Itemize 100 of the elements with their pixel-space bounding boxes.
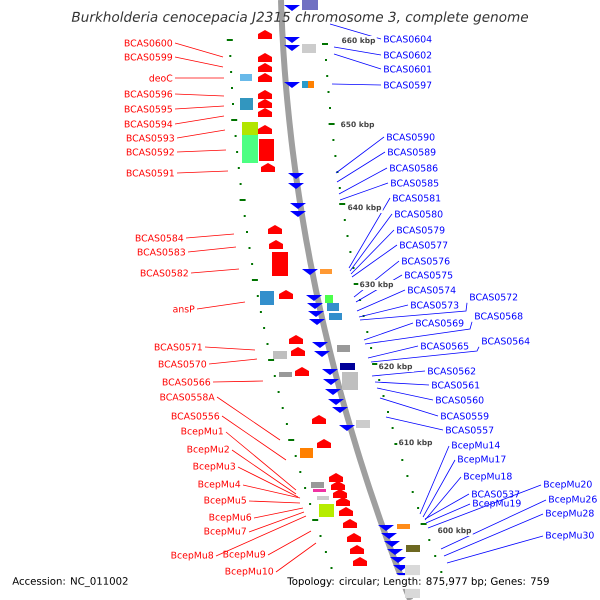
gene-label: BCAS0583 xyxy=(138,248,185,256)
title: Burkholderia cenocepacia J2315 chromosome 3, complete genome xyxy=(72,11,528,25)
gene-label: BCAS0556 xyxy=(172,412,220,420)
gene-label: BCAS0597 xyxy=(384,81,432,89)
gene-label: BCAS0561 xyxy=(432,381,480,389)
gene-label: BCAS0592 xyxy=(126,148,174,156)
leader-line xyxy=(222,416,286,460)
gene-label: BCAS0562 xyxy=(428,367,476,375)
leader-line xyxy=(376,388,434,400)
gene-label: BCAS0579 xyxy=(397,226,444,234)
gene-label: BCAS0572 xyxy=(470,293,518,301)
leader-line xyxy=(444,514,544,556)
leader-line xyxy=(188,246,236,252)
gene-label: BCAS0586 xyxy=(390,164,438,172)
leader-line xyxy=(356,290,406,312)
gene-label: BcepMu7 xyxy=(204,528,246,536)
leader-line xyxy=(248,512,304,532)
leader-line xyxy=(336,152,386,182)
gene-label: BcepMu28 xyxy=(546,510,594,518)
gene-label: BCAS0594 xyxy=(124,120,172,128)
leader-line xyxy=(176,130,226,138)
gene-label: BcepMu2 xyxy=(188,446,229,454)
leader-line xyxy=(350,214,392,272)
gene-label: BCAS0599 xyxy=(124,53,172,61)
leader-line xyxy=(238,466,298,498)
leader-line xyxy=(372,370,426,376)
leader-line xyxy=(334,54,382,70)
leader-line xyxy=(268,530,312,556)
leader-line xyxy=(174,106,224,110)
leader-line xyxy=(380,398,438,416)
gene-label: BCAS0557 xyxy=(446,426,494,434)
gene-label: BcepMu10 xyxy=(226,568,274,576)
gene-label: BcepMu5 xyxy=(204,496,246,506)
leader-line xyxy=(254,508,304,518)
gene-label: BCAS0566 xyxy=(162,378,210,386)
gene-label: BCAS0591 xyxy=(126,169,174,177)
gene-label: BcepMu17 xyxy=(458,456,506,464)
footer-text: Topology: circular; Length: 875,977 bp; Genes: 759 xyxy=(285,575,552,589)
leader-line xyxy=(428,484,542,528)
leader-line xyxy=(334,46,382,56)
leader-line xyxy=(242,484,300,498)
leader-line xyxy=(276,542,316,572)
leader-line xyxy=(424,494,470,520)
gene-label: BcepMu6 xyxy=(210,514,252,522)
gene-label: deoC xyxy=(149,74,172,82)
gene-label: BCAS0558A xyxy=(160,393,215,401)
gene-label: ansP xyxy=(173,306,194,312)
gene-label: BCAS0584 xyxy=(136,234,184,242)
gene-label: BCAS0593 xyxy=(126,134,174,142)
gene-label: BcepMu26 xyxy=(549,496,597,504)
gene-label: BCAS0569 xyxy=(416,319,464,327)
leader-line xyxy=(336,136,384,174)
leader-line xyxy=(360,302,468,320)
gene-label: BCAS0601 xyxy=(384,65,432,73)
leader-line xyxy=(340,182,388,200)
gene-label: BcepMu20 xyxy=(544,480,592,490)
gene-label: BCAS0589 xyxy=(388,148,436,156)
leader-line xyxy=(212,380,264,382)
leader-line xyxy=(352,244,398,278)
gene-label: BCAS0577 xyxy=(400,241,448,249)
gene-label: BCAS0564 xyxy=(482,337,530,345)
leader-line xyxy=(386,416,444,430)
leader-line xyxy=(174,116,224,124)
footer-text: Accession: NC_011002 xyxy=(10,574,130,590)
gene-label: BCAS0575 xyxy=(405,271,452,279)
gene-label: BCAS0604 xyxy=(384,35,432,43)
leader-line xyxy=(186,234,234,238)
gene-label: BCAS0565 xyxy=(421,342,468,350)
gene-label: BCAS0537 xyxy=(472,490,520,498)
leader-line xyxy=(176,150,226,152)
gene-label: BCAS0590 xyxy=(387,133,434,141)
leader-line xyxy=(216,516,306,556)
gene-label: BCAS0582 xyxy=(140,269,188,277)
gene-label: BCAS0596 xyxy=(124,90,172,98)
leader-line xyxy=(330,24,382,40)
leader-line xyxy=(370,346,480,362)
gene-label: BcepMu1 xyxy=(182,428,223,436)
leader-line xyxy=(422,460,456,518)
leader-line xyxy=(424,476,462,520)
leader-line xyxy=(358,304,408,318)
leader-line xyxy=(420,446,450,514)
gene-label: BcepMu3 xyxy=(194,462,235,472)
gene-label: BcepMu30 xyxy=(546,532,594,540)
leader-line xyxy=(174,94,224,96)
leader-line xyxy=(350,230,394,274)
leader-line xyxy=(374,382,430,386)
leader-line xyxy=(426,504,470,524)
gene-label: BCAS0580 xyxy=(395,210,442,218)
gene-label: BCAS0559 xyxy=(441,412,488,420)
leader-line xyxy=(332,84,382,86)
gene-label: BCAS0602 xyxy=(384,51,432,59)
gene-label: BcepMu4 xyxy=(198,480,240,490)
leader-line xyxy=(208,358,258,364)
leader-line xyxy=(368,346,418,358)
leader-line xyxy=(204,346,256,350)
leader-line xyxy=(348,198,390,268)
leader-line xyxy=(190,268,240,274)
leader-line xyxy=(232,450,296,494)
leader-line xyxy=(226,432,296,490)
leader-line xyxy=(174,42,224,58)
